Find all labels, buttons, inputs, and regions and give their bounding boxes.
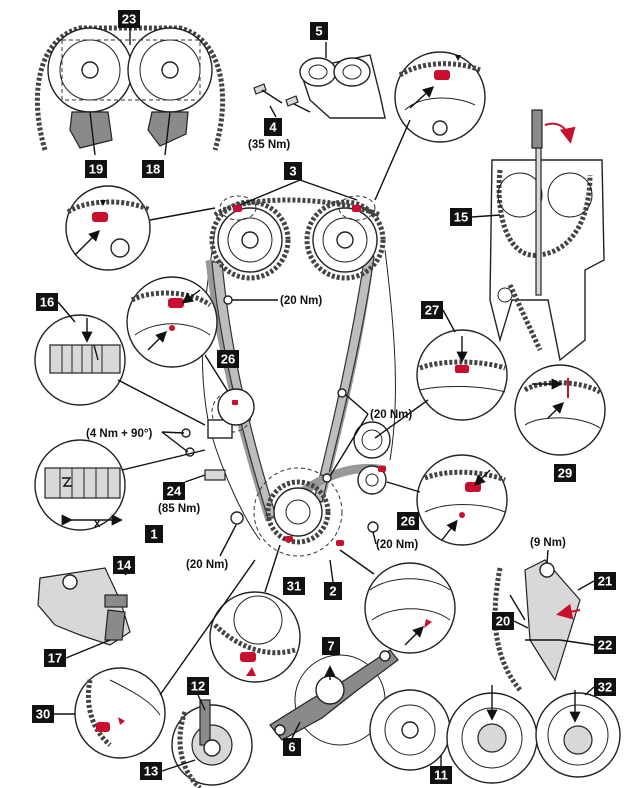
pulley-32: [535, 690, 621, 778]
tensioner-body-14-17: [37, 567, 131, 646]
torque-4nm-90deg: (4 Nm + 90°): [86, 428, 152, 440]
rear-view-tool-15: [489, 109, 605, 362]
svg-text:3: 3: [289, 164, 296, 179]
svg-text:18: 18: [146, 162, 160, 177]
callout-20: 20: [492, 612, 514, 630]
svg-text:30: 30: [36, 707, 50, 722]
callout-31: 31: [283, 577, 305, 595]
detail-crank-mark-2: [339, 549, 456, 654]
callout-13: 13: [140, 762, 162, 780]
torque-20nm-low: (20 Nm): [376, 539, 418, 551]
svg-text:22: 22: [598, 638, 612, 653]
svg-text:31: 31: [287, 579, 301, 594]
leader-lines: [54, 179, 595, 772]
crank-gear-12-13: [171, 699, 253, 788]
callout-19: 19: [85, 160, 107, 178]
dimension-x-label: x: [94, 518, 101, 530]
main-engine-front-view: [181, 195, 396, 557]
svg-text:2: 2: [329, 584, 336, 599]
callout-23: 23: [118, 10, 140, 28]
callout-6: 6: [283, 738, 301, 756]
callout-32: 32: [594, 678, 616, 696]
callout-30: 30: [32, 705, 54, 723]
svg-text:14: 14: [117, 558, 132, 573]
callout-26-left: 26: [217, 350, 239, 368]
detail-cam-mark-upper-right: [374, 51, 486, 201]
torque-20nm-left: (20 Nm): [186, 559, 228, 571]
tensioner-detail-16: [34, 314, 206, 426]
callout-16: 16: [36, 293, 58, 311]
callout-22: 22: [594, 636, 616, 654]
svg-text:20: 20: [496, 614, 510, 629]
torque-20nm-top: (20 Nm): [280, 295, 322, 307]
callout-4: 4: [264, 118, 282, 136]
detail-idler-mark-27: [374, 329, 508, 439]
callout-27: 27: [421, 301, 443, 319]
callout-21: 21: [594, 572, 616, 590]
svg-text:26: 26: [401, 514, 415, 529]
svg-text:32: 32: [598, 680, 612, 695]
detail-crank-31: [209, 544, 301, 683]
svg-text:6: 6: [288, 740, 295, 755]
svg-text:13: 13: [144, 764, 158, 779]
callout-24: 24: [163, 482, 185, 500]
cam-holding-tool-view: [34, 25, 226, 156]
callout-5: 5: [310, 22, 328, 40]
detail-pulley-30: [74, 559, 256, 759]
camshaft-sprocket-assembly: [253, 42, 386, 119]
detail-tensioner-mark-left: [126, 276, 255, 426]
svg-text:5: 5: [315, 24, 322, 39]
pulleys-11: [369, 685, 538, 784]
callout-14: 14: [113, 556, 135, 574]
svg-text:24: 24: [167, 484, 182, 499]
svg-text:15: 15: [454, 210, 468, 225]
detail-cam-mark-left: [65, 185, 216, 271]
detail-idler-mark-26-right: [386, 454, 508, 546]
detail-gear-29: [514, 364, 606, 456]
svg-text:7: 7: [327, 639, 334, 654]
svg-text:11: 11: [434, 768, 448, 783]
callout-15: 15: [450, 208, 472, 226]
callout-11: 11: [430, 766, 452, 784]
svg-text:23: 23: [122, 12, 136, 27]
torque-20nm-right: (20 Nm): [370, 409, 412, 421]
callout-17: 17: [44, 649, 66, 667]
callout-7: 7: [322, 637, 340, 655]
svg-text:19: 19: [89, 162, 103, 177]
torque-9nm: (9 Nm): [530, 537, 566, 549]
rail-detail-20-22: [492, 559, 581, 692]
svg-text:26: 26: [221, 352, 235, 367]
svg-text:1: 1: [150, 527, 157, 542]
callout-26-right: 26: [397, 512, 419, 530]
tensioner-plunger-detail-1: [34, 439, 206, 531]
callout-29: 29: [554, 464, 576, 482]
svg-text:12: 12: [191, 679, 205, 694]
svg-text:17: 17: [48, 651, 62, 666]
torque-35nm: (35 Nm): [248, 139, 290, 151]
callout-2: 2: [324, 582, 342, 600]
svg-text:29: 29: [558, 466, 572, 481]
svg-text:27: 27: [425, 303, 439, 318]
callout-12: 12: [187, 677, 209, 695]
svg-text:21: 21: [598, 574, 612, 589]
svg-text:16: 16: [40, 295, 54, 310]
callout-3: 3: [284, 162, 302, 180]
callout-1: 1: [145, 525, 163, 543]
callout-18: 18: [142, 160, 164, 178]
svg-text:4: 4: [269, 120, 277, 135]
torque-85nm: (85 Nm): [158, 503, 200, 515]
